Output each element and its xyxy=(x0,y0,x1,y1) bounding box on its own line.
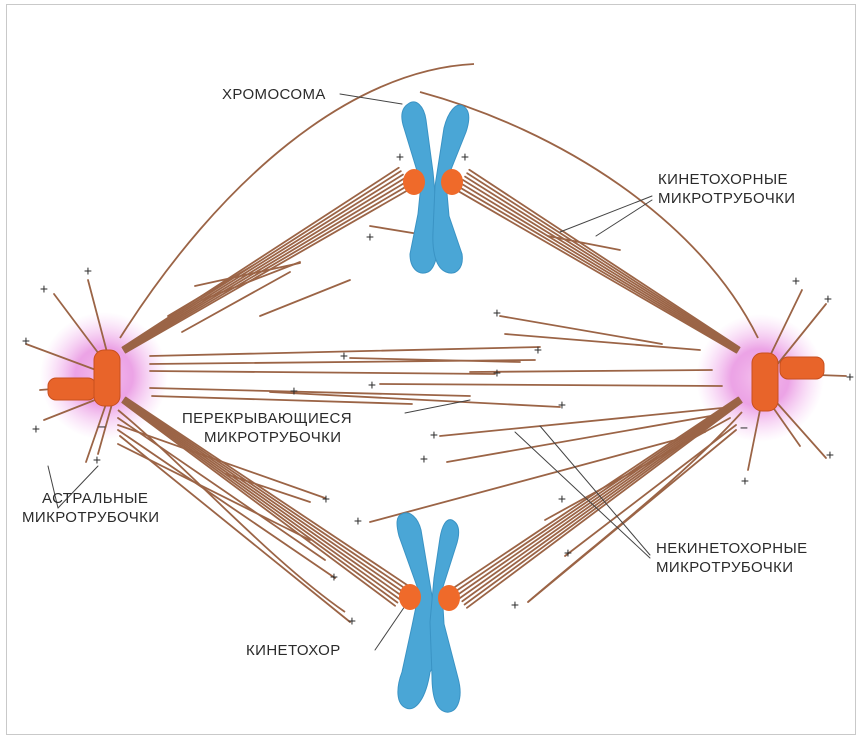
kinetochore-top-left xyxy=(403,169,425,195)
nonkinetochore-microtubule xyxy=(528,430,736,602)
plus-end-sign: + xyxy=(340,348,348,364)
plus-end-sign: + xyxy=(493,305,501,321)
astral-microtubules-label-line2: МИКРОТРУБОЧКИ xyxy=(22,509,159,526)
plus-end-sign: + xyxy=(792,273,800,289)
minus-end-sign: − xyxy=(740,420,748,436)
nonkinetochore-microtubules-label-line1: НЕКИНЕТОХОРНЫЕ xyxy=(656,540,808,557)
leader-line xyxy=(405,400,470,413)
leader-line xyxy=(540,426,650,555)
nonkinetochore-microtubule xyxy=(545,418,730,520)
plus-end-sign: + xyxy=(330,569,338,585)
kinetochore-microtubule xyxy=(123,175,402,350)
plus-end-sign: + xyxy=(420,451,428,467)
kinetochore-microtubule xyxy=(124,178,405,350)
kinetochore-microtubule xyxy=(122,168,398,348)
kinetochore-microtubule xyxy=(461,183,738,350)
plus-end-sign: + xyxy=(430,427,438,443)
astral-microtubules-label-line1: АСТРАЛЬНЫЕ xyxy=(42,490,148,507)
nonkinetochore-microtubule xyxy=(380,384,722,386)
kinetochore-bottom-right xyxy=(438,585,460,611)
plus-end-sign: + xyxy=(93,452,101,468)
overlap-microtubules-label-line1: ПЕРЕКРЫВАЮЩИЕСЯ xyxy=(182,410,352,427)
plus-end-sign: + xyxy=(290,383,298,399)
outer-microtubule xyxy=(420,92,758,338)
plus-end-sign: + xyxy=(461,149,469,165)
kinetochore-microtubule xyxy=(125,398,406,589)
nonkinetochore-microtubule xyxy=(120,436,350,622)
leader-line xyxy=(375,606,405,650)
kinetochore-microtubule xyxy=(125,181,408,350)
kinetochore-top-right xyxy=(441,169,463,195)
nonkinetochore-microtubule xyxy=(470,370,712,372)
leader-line xyxy=(515,432,650,558)
plus-end-sign: + xyxy=(348,613,356,629)
plus-end-sign: + xyxy=(824,291,832,307)
nonkinetochore-microtubule xyxy=(260,280,350,316)
bottom-chromosome xyxy=(397,513,460,712)
plus-end-sign: + xyxy=(32,421,40,437)
leader-line xyxy=(560,196,652,232)
plus-end-sign: + xyxy=(322,491,330,507)
nonkinetochore-microtubule xyxy=(565,425,736,556)
kinetochore-microtubules-label-line2: МИКРОТРУБОЧКИ xyxy=(658,190,795,207)
plus-end-sign: + xyxy=(22,333,30,349)
kinetochore-microtubule xyxy=(457,190,737,352)
kinetochore-microtubule xyxy=(123,171,401,348)
plus-end-sign: + xyxy=(354,513,362,529)
nonkinetochore-microtubules-label-line2: МИКРОТРУБОЧКИ xyxy=(656,559,793,576)
leader-line xyxy=(596,200,652,236)
minus-end-sign: − xyxy=(98,419,106,435)
plus-end-sign: + xyxy=(84,263,92,279)
plus-end-sign: + xyxy=(366,229,374,245)
kinetochore-microtubule xyxy=(459,187,737,352)
overlap-microtubules-label-line2: МИКРОТРУБОЧКИ xyxy=(204,429,341,446)
plus-end-sign: + xyxy=(534,342,542,358)
plus-end-sign: + xyxy=(511,597,519,613)
plus-end-sign: + xyxy=(396,149,404,165)
plus-end-sign: + xyxy=(493,365,501,381)
chromosome-label: ХРОМОСОМА xyxy=(222,86,326,103)
plus-end-sign: + xyxy=(826,447,834,463)
plus-end-sign: + xyxy=(558,491,566,507)
plus-end-sign: + xyxy=(368,377,376,393)
kinetochore-bottom-left xyxy=(399,584,421,610)
nonkinetochore-microtubule xyxy=(118,430,335,578)
plus-end-sign: + xyxy=(741,473,749,489)
nonkinetochore-microtubule xyxy=(168,266,252,316)
nonkinetochore-microtubule xyxy=(150,371,495,374)
plus-end-sign: + xyxy=(564,545,572,561)
kinetochore-label: КИНЕТОХОР xyxy=(246,642,341,659)
plus-end-sign: + xyxy=(846,369,854,385)
kinetochore-microtubules-label-line1: КИНЕТОХОРНЫЕ xyxy=(658,171,788,188)
plus-end-sign: + xyxy=(40,281,48,297)
plus-end-sign: + xyxy=(558,397,566,413)
